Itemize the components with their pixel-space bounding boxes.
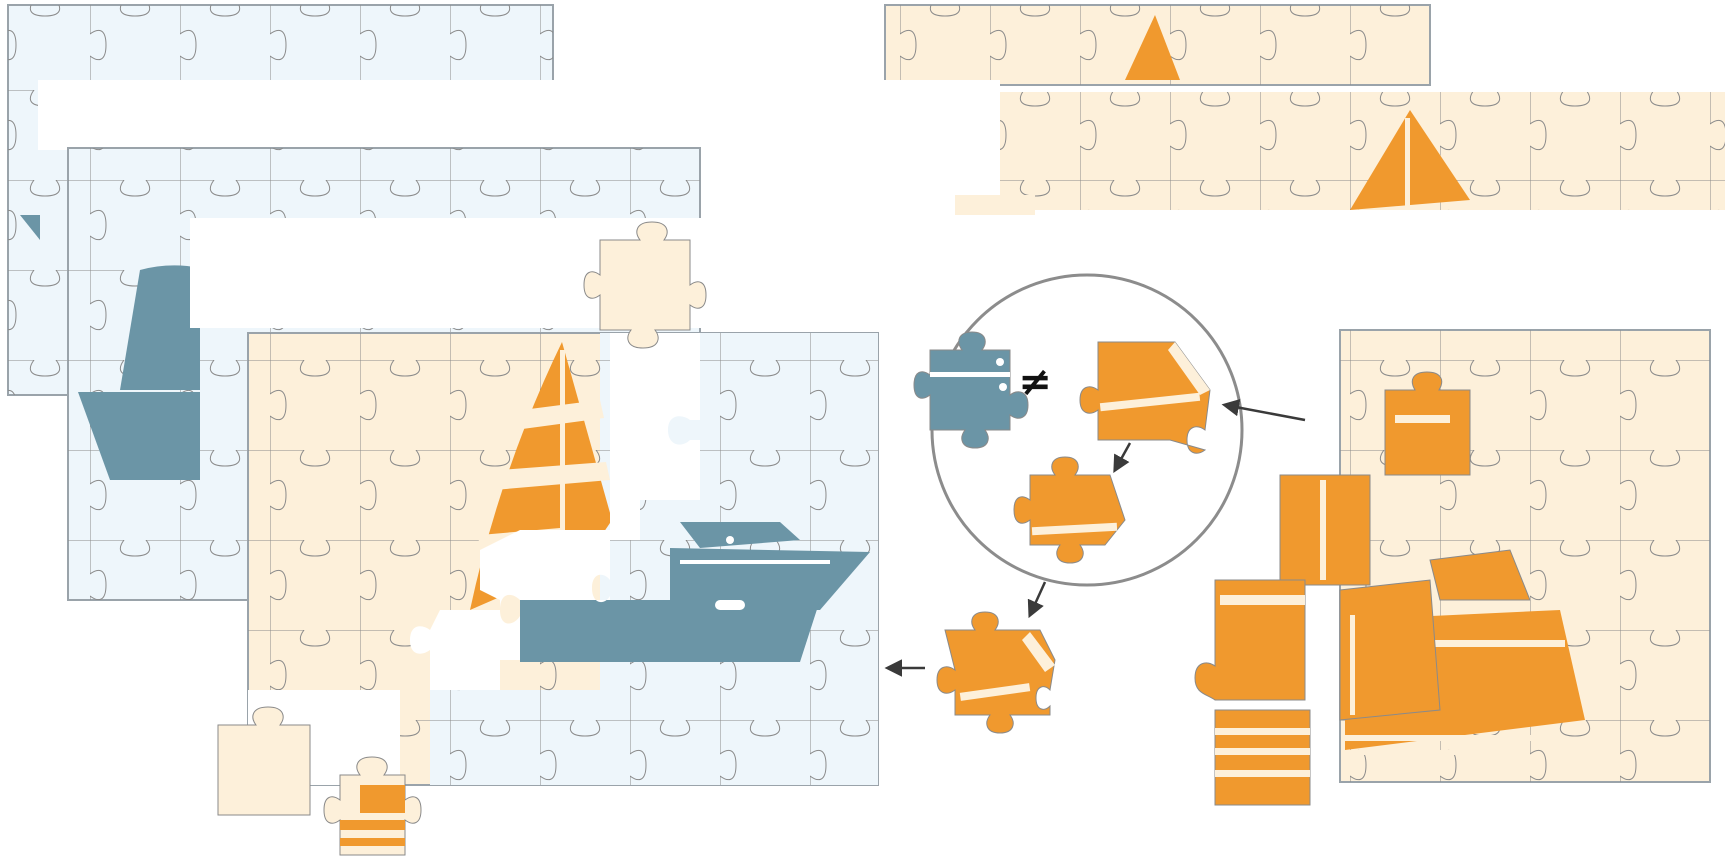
arrow-icon xyxy=(1027,581,1047,619)
orange-piece-selected xyxy=(936,611,1056,734)
main-puzzle xyxy=(247,332,879,786)
loose-piece-top xyxy=(583,221,707,349)
orange-piece-compare xyxy=(1079,341,1211,454)
orange-puzzle-back-1 xyxy=(884,4,1431,86)
loose-piece-bottom-orange xyxy=(323,756,422,856)
blue-ship xyxy=(520,522,870,662)
overlay-panel-left-2 xyxy=(190,218,890,328)
loose-orange-pieces xyxy=(1194,371,1531,806)
arrow-icon xyxy=(1221,398,1306,422)
orange-piece-candidate xyxy=(1013,456,1126,564)
not-equal-icon: ≠ xyxy=(1018,359,1052,405)
orange-puzzle-back-2 xyxy=(955,92,1725,215)
overlay-panel-left-1 xyxy=(38,80,598,150)
magnifier-circle-icon: ≠ xyxy=(913,273,1244,587)
flow-arrows xyxy=(884,398,1306,677)
blue-piece xyxy=(913,331,1029,449)
missing-piece-holes xyxy=(248,333,700,785)
arrow-icon xyxy=(1113,442,1132,474)
loose-piece-bottom-left xyxy=(217,706,311,816)
overlay-panel-right-1 xyxy=(880,80,1000,210)
